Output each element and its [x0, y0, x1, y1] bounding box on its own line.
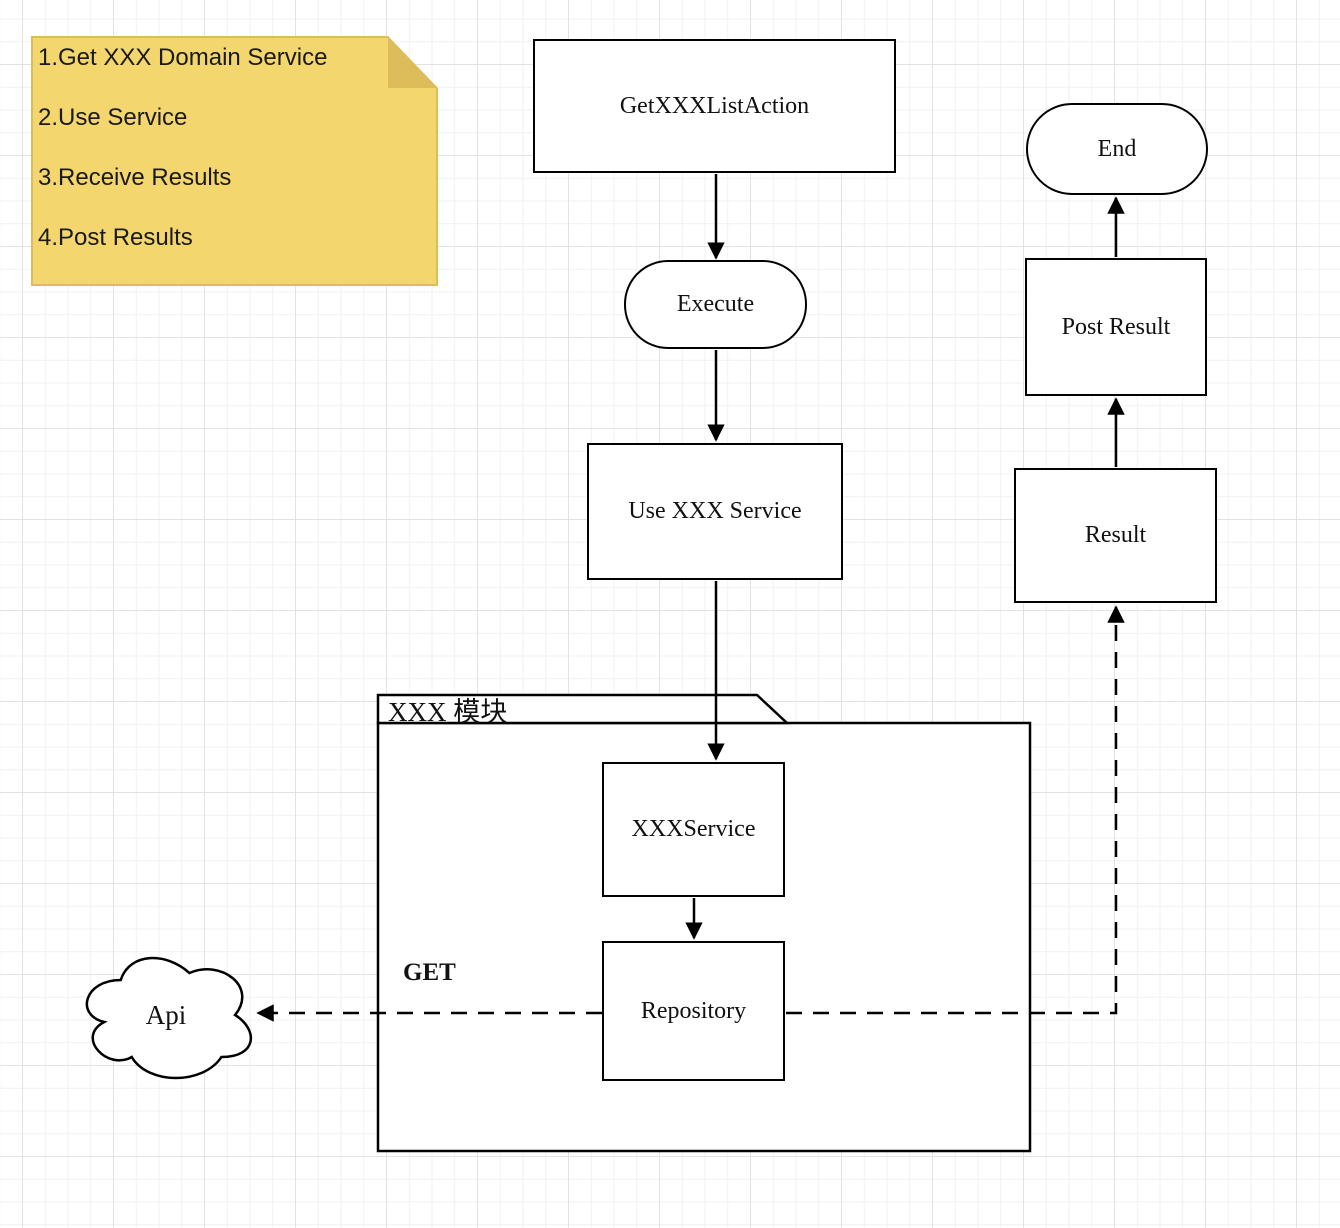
- node-result[interactable]: Result: [1014, 468, 1217, 603]
- node-get-list-action[interactable]: GetXXXListAction: [533, 39, 896, 173]
- node-end[interactable]: End: [1026, 103, 1208, 195]
- node-execute[interactable]: Execute: [624, 260, 807, 349]
- node-result-label: Result: [1084, 522, 1147, 548]
- note-line-3: 3.Receive Results: [38, 164, 232, 191]
- node-use-service[interactable]: Use XXX Service: [587, 443, 843, 580]
- node-get-list-action-label: GetXXXListAction: [619, 92, 810, 119]
- module-container-tab[interactable]: [376, 693, 791, 725]
- sticky-note[interactable]: 1.Get XXX Domain Service 2.Use Service 3…: [31, 36, 438, 286]
- node-repository[interactable]: Repository: [602, 941, 785, 1081]
- note-line-4: 4.Post Results: [38, 224, 193, 251]
- node-execute-label: Execute: [676, 291, 755, 317]
- api-cloud-shape[interactable]: [85, 956, 252, 1080]
- node-end-label: End: [1097, 135, 1137, 162]
- note-line-2: 2.Use Service: [38, 104, 188, 131]
- node-xxx-service-label: XXXService: [631, 816, 756, 842]
- node-post-result[interactable]: Post Result: [1025, 258, 1207, 396]
- node-use-service-label: Use XXX Service: [628, 498, 802, 524]
- module-container-label: XXX 模块: [388, 697, 508, 727]
- edge-get-label: GET: [403, 959, 456, 986]
- note-line-1: 1.Get XXX Domain Service: [38, 44, 328, 71]
- node-post-result-label: Post Result: [1061, 313, 1171, 340]
- node-repository-label: Repository: [640, 997, 747, 1024]
- edge-repository-to-result-dashed[interactable]: [786, 605, 1125, 1015]
- api-cloud-label: Api: [145, 999, 187, 1030]
- node-xxx-service[interactable]: XXXService: [602, 762, 785, 897]
